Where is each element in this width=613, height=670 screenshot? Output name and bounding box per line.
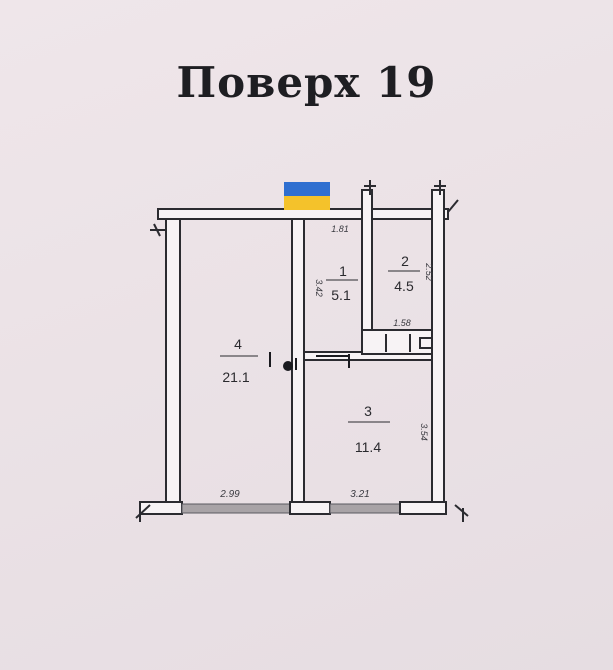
room-2-area: 4.5 — [394, 278, 414, 294]
window-left — [181, 503, 291, 514]
dim-storage: 1.58 — [393, 318, 411, 328]
room-1-area: 5.1 — [331, 287, 351, 303]
dim-room1-side: 3.42 — [314, 279, 324, 297]
dim-bottom-right: 3.21 — [350, 489, 369, 500]
ukraine-flag-icon — [284, 182, 330, 210]
axis-ticks — [135, 180, 469, 522]
dimension-labels: 1.81 3.42 2.52 1.58 3.54 2.99 3.21 — [219, 224, 434, 500]
room-labels: 1 5.1 2 4.5 3 11.4 4 21.1 — [220, 253, 420, 455]
storage-block — [361, 329, 433, 355]
room-3-number: 3 — [364, 403, 372, 419]
room-2-number: 2 — [401, 253, 409, 269]
dim-bottom-left: 2.99 — [219, 489, 240, 500]
wall-partition-main — [291, 218, 305, 507]
dim-room3-side: 3.54 — [419, 423, 429, 441]
wall-right — [431, 189, 445, 507]
wall-left — [165, 218, 181, 507]
wall-partition-bath — [361, 189, 373, 334]
door-symbol — [269, 352, 350, 371]
window-right — [329, 503, 401, 514]
page-title: Поверх 19 — [176, 58, 437, 107]
dim-room2-side: 2.52 — [424, 262, 434, 281]
dim-top-wall: 1.81 — [331, 224, 349, 234]
room-4-number: 4 — [234, 336, 242, 352]
room-4-area: 21.1 — [222, 369, 249, 385]
room-1-number: 1 — [339, 263, 347, 279]
wall-top — [157, 208, 449, 220]
room-3-area: 11.4 — [355, 439, 381, 455]
wall-bottom — [139, 501, 447, 515]
